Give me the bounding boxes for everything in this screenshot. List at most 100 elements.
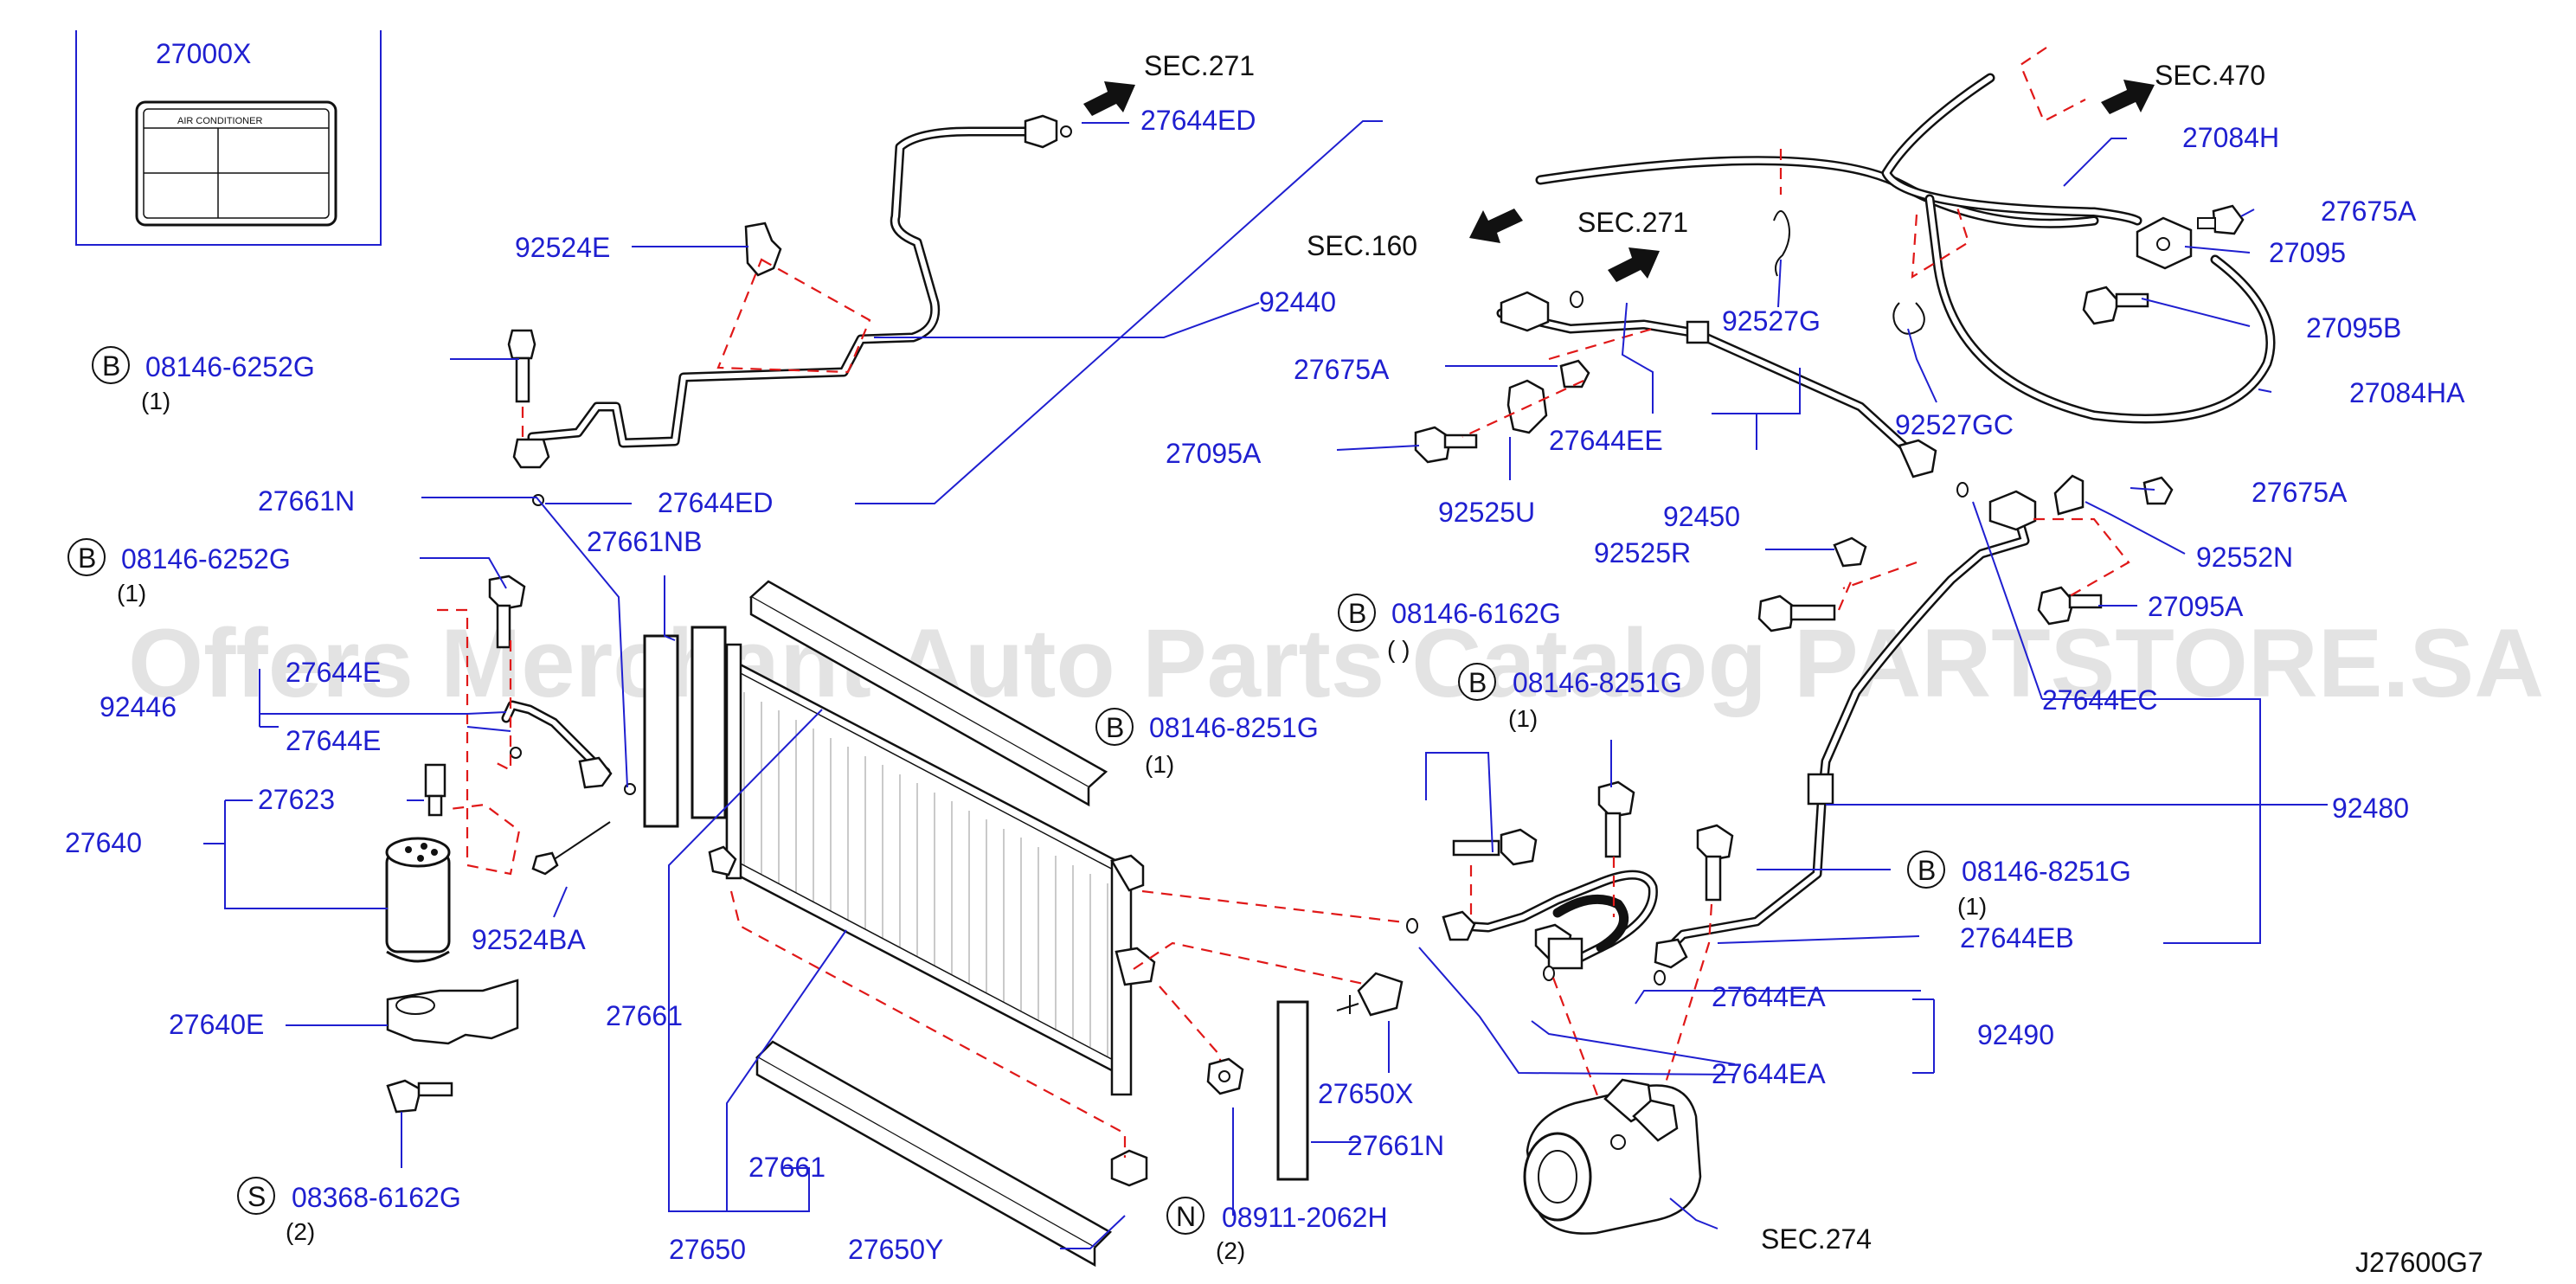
dash-condenser-right xyxy=(1141,889,1420,926)
label-08146-6162G[interactable]: 08146-6162G xyxy=(1391,598,1561,629)
label-27644EC[interactable]: 27644EC xyxy=(2042,684,2157,716)
watermark: Offers Merchant Auto Parts Catalog PARTS… xyxy=(128,609,2544,717)
label-27644ED-mid[interactable]: 27644ED xyxy=(658,487,773,518)
arrow-sec160 xyxy=(1469,209,1523,243)
bolt-08146-8251G-a xyxy=(1452,828,1538,866)
label-27644E-b[interactable]: 27644E xyxy=(286,725,381,756)
label-27000X[interactable]: 27000X xyxy=(156,38,251,69)
label-27644EA-b[interactable]: 27644EA xyxy=(1712,1058,1826,1089)
label-92524BA[interactable]: 92524BA xyxy=(472,924,586,955)
label-27675A-b[interactable]: 27675A xyxy=(1294,354,1390,385)
arrow-sec271-top xyxy=(1083,81,1135,116)
label-92480[interactable]: 92480 xyxy=(2332,793,2409,824)
nut-08911-2062H xyxy=(1206,1057,1244,1095)
label-27650[interactable]: 27650 xyxy=(669,1234,746,1265)
diagram-code: J27600G7 xyxy=(2355,1247,2483,1278)
label-92524E[interactable]: 92524E xyxy=(515,232,610,263)
label-27640E[interactable]: 27640E xyxy=(169,1009,264,1040)
label-27623[interactable]: 27623 xyxy=(258,784,335,815)
label-27084HA[interactable]: 27084HA xyxy=(2349,377,2465,408)
marker-b-5: B xyxy=(1458,663,1496,701)
label-27644EA-a[interactable]: 27644EA xyxy=(1712,981,1826,1012)
dash-condenser-bottom xyxy=(729,890,1127,1158)
hose-92490 xyxy=(1406,870,1666,985)
label-27661N-left[interactable]: 27661N xyxy=(258,485,355,517)
label-27675A-c[interactable]: 27675A xyxy=(2252,477,2348,508)
label-92490[interactable]: 92490 xyxy=(1977,1019,2054,1050)
label-27640[interactable]: 27640 xyxy=(65,827,142,858)
label-sec274[interactable]: SEC.274 xyxy=(1761,1223,1872,1255)
label-27661N-right[interactable]: 27661N xyxy=(1347,1130,1444,1161)
bolt-27095A-a xyxy=(1414,426,1478,464)
label-27661-b[interactable]: 27661 xyxy=(748,1152,825,1183)
marker-s-text: S xyxy=(247,1181,266,1212)
marker-s: S xyxy=(237,1177,275,1215)
label-27095[interactable]: 27095 xyxy=(2269,237,2346,268)
compressor-sec274 xyxy=(1523,1078,1702,1235)
bolt-08146-8251G-b xyxy=(1597,780,1635,858)
label-08146-6252G-a[interactable]: 08146-6252G xyxy=(145,351,315,382)
receiver-drier-27640 xyxy=(385,837,451,963)
label-27675A-a[interactable]: 27675A xyxy=(2321,196,2417,227)
label-sec470[interactable]: SEC.470 xyxy=(2155,60,2265,91)
clip-92524BA xyxy=(531,821,611,876)
marker-b-2: B xyxy=(67,538,106,576)
label-27644E-a[interactable]: 27644E xyxy=(286,657,381,688)
label-27661NB[interactable]: 27661NB xyxy=(587,526,702,557)
label-08146-6252G-b[interactable]: 08146-6252G xyxy=(121,543,291,575)
label-08146-8251G-b[interactable]: 08146-8251G xyxy=(1513,667,1682,698)
bracket-92552N xyxy=(2053,474,2085,516)
qty-1-a: (1) xyxy=(141,388,170,414)
bracket-27640E xyxy=(386,979,519,1045)
bolt-27675A-b xyxy=(1559,359,1590,388)
label-92525U[interactable]: 92525U xyxy=(1438,497,1535,528)
label-27095A-b[interactable]: 27095A xyxy=(2148,591,2244,622)
marker-b-6: B xyxy=(1907,851,1945,889)
bolt-08146-8251G-c xyxy=(1696,824,1734,902)
label-sec271-mid[interactable]: SEC.271 xyxy=(1577,207,1688,238)
connector-27095 xyxy=(2136,216,2193,270)
bolt-27675A-c xyxy=(2142,476,2174,505)
label-92527G[interactable]: 92527G xyxy=(1722,305,1821,337)
dash-92490 xyxy=(1469,857,1713,1152)
label-08368-6162G[interactable]: 08368-6162G xyxy=(292,1182,461,1213)
pipe-92446 xyxy=(488,575,636,795)
label-27650Y[interactable]: 27650Y xyxy=(848,1234,943,1265)
label-08911-2062H[interactable]: 08911-2062H xyxy=(1222,1202,1388,1233)
marker-b-text-6: B xyxy=(1918,855,1936,886)
label-sec160[interactable]: SEC.160 xyxy=(1307,230,1417,261)
label-27644ED-top[interactable]: 27644ED xyxy=(1140,105,1256,136)
label-92552N[interactable]: 92552N xyxy=(2196,542,2293,573)
clip-92527G xyxy=(1773,210,1790,277)
label-27661-a[interactable]: 27661 xyxy=(606,1000,683,1031)
label-27644EB[interactable]: 27644EB xyxy=(1960,922,2074,953)
qty-1-d: ( ) xyxy=(1387,636,1410,663)
leader-lines xyxy=(203,120,2328,1249)
dash-condenser-sensor xyxy=(1133,941,1377,1082)
label-92440[interactable]: 92440 xyxy=(1259,286,1336,318)
qty-1-c: (1) xyxy=(1145,751,1174,778)
label-92525R[interactable]: 92525R xyxy=(1594,537,1691,568)
bolt-08146-6162G xyxy=(1757,594,1836,632)
label-08146-8251G-c[interactable]: 08146-8251G xyxy=(1962,856,2131,887)
hose-92450 xyxy=(1496,291,1969,498)
marker-b-text-2: B xyxy=(78,542,96,574)
clip-92527GC xyxy=(1892,302,1925,335)
label-92446[interactable]: 92446 xyxy=(100,691,177,722)
marker-b-3: B xyxy=(1095,708,1134,746)
label-92450[interactable]: 92450 xyxy=(1663,501,1740,532)
arrow-sec470 xyxy=(2101,80,2155,114)
marker-n: N xyxy=(1166,1197,1204,1235)
label-27095A-a[interactable]: 27095A xyxy=(1166,438,1262,469)
marker-n-text: N xyxy=(1176,1201,1196,1232)
label-92527GC[interactable]: 92527GC xyxy=(1895,409,2014,440)
label-27644EE[interactable]: 27644EE xyxy=(1549,425,1663,456)
qty-2-b: (2) xyxy=(1216,1237,1245,1264)
label-27095B[interactable]: 27095B xyxy=(2306,312,2401,343)
label-sec271-top[interactable]: SEC.271 xyxy=(1144,50,1255,81)
dash-left-receiver xyxy=(437,608,521,876)
dash-08146-6162G xyxy=(1837,579,1853,611)
label-27084H[interactable]: 27084H xyxy=(2182,122,2279,153)
label-27650X[interactable]: 27650X xyxy=(1318,1078,1413,1109)
label-08146-8251G-a[interactable]: 08146-8251G xyxy=(1149,712,1319,743)
